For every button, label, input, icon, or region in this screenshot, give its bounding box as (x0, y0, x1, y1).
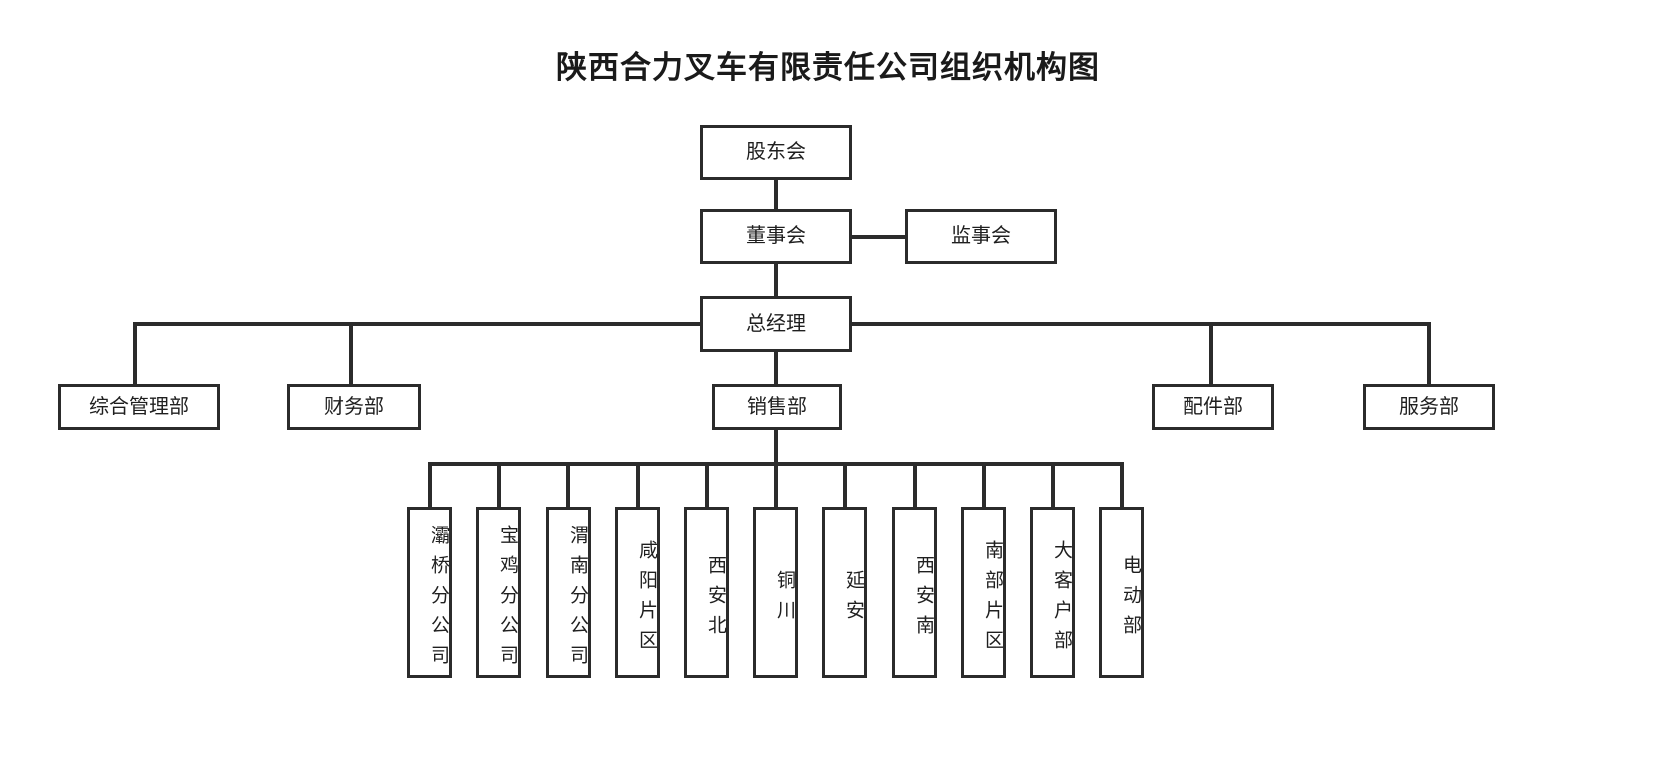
edge-sales-weinan (566, 462, 570, 507)
node-shareholders-label: 股东会 (746, 141, 806, 163)
node-xianbei-label: 西安北 (705, 554, 726, 645)
node-supervisors[interactable]: 监事会 (905, 209, 1057, 264)
edge-gm-parts (1209, 322, 1213, 385)
edge-gm-sales (774, 352, 778, 385)
edge-sales-xiannan (913, 462, 917, 507)
edge-sales-xianyang (636, 462, 640, 507)
node-baoji-label: 宝鸡分公司 (497, 524, 518, 675)
edge-sales-yanan (843, 462, 847, 507)
edge-sales-diandong (1120, 462, 1124, 507)
node-gm-label: 总经理 (746, 312, 806, 335)
node-nanbu[interactable]: 南部片区 (961, 507, 1006, 678)
edge-gm-service (1427, 322, 1431, 385)
edge-board-supervisors (851, 235, 907, 239)
node-diandong-label: 电动部 (1120, 554, 1141, 645)
node-weinan-label: 渭南分公司 (567, 524, 588, 675)
node-tongchuan[interactable]: 铜川 (753, 507, 798, 678)
edge-sales-nanbu (982, 462, 986, 507)
edge-sales-xianbei (705, 462, 709, 507)
node-diandong[interactable]: 电动部 (1099, 507, 1144, 678)
edge-sales-baoji (497, 462, 501, 507)
node-parts-label: 配件部 (1183, 395, 1243, 418)
node-baqiao[interactable]: 灞桥分公司 (407, 507, 452, 678)
node-sales[interactable]: 销售部 (712, 384, 842, 430)
node-baoji[interactable]: 宝鸡分公司 (476, 507, 521, 678)
node-yanan[interactable]: 延安 (822, 507, 867, 678)
node-admin[interactable]: 综合管理部 (58, 384, 220, 430)
node-shareholders[interactable]: 股东会 (700, 125, 852, 180)
edge-gm-admin (133, 322, 137, 385)
node-sales-label: 销售部 (747, 395, 807, 418)
node-dakehu-label: 大客户部 (1051, 539, 1072, 660)
edge-gm-finance (349, 322, 353, 385)
node-board-label: 董事会 (746, 225, 806, 247)
node-baqiao-label: 灞桥分公司 (428, 524, 449, 675)
node-tongchuan-label: 铜川 (774, 569, 795, 630)
node-gm[interactable]: 总经理 (700, 296, 852, 352)
page-title: 陕西合力叉车有限责任公司组织机构图 (556, 50, 1100, 85)
edge-sales-baqiao (428, 462, 432, 507)
edge-gm-bus-left (133, 322, 702, 326)
edge-gm-bus-right (848, 322, 1431, 326)
node-yanan-label: 延安 (843, 569, 864, 630)
node-dakehu[interactable]: 大客户部 (1030, 507, 1075, 678)
node-weinan[interactable]: 渭南分公司 (546, 507, 591, 678)
node-xianyang[interactable]: 咸阳片区 (615, 507, 660, 678)
node-service-label: 服务部 (1399, 395, 1459, 418)
edge-sales-dakehu (1051, 462, 1055, 507)
edge-sales-down (774, 428, 778, 464)
node-xiannan-label: 西安南 (913, 554, 934, 645)
node-xianyang-label: 咸阳片区 (636, 539, 657, 660)
node-service[interactable]: 服务部 (1363, 384, 1495, 430)
node-xiannan[interactable]: 西安南 (892, 507, 937, 678)
node-supervisors-label: 监事会 (951, 225, 1011, 247)
node-board[interactable]: 董事会 (700, 209, 852, 264)
edge-shareholders-board (774, 180, 778, 210)
node-finance[interactable]: 财务部 (287, 384, 421, 430)
node-parts[interactable]: 配件部 (1152, 384, 1274, 430)
node-xianbei[interactable]: 西安北 (684, 507, 729, 678)
edge-board-gm (774, 264, 778, 296)
edge-sales-tongchuan (774, 462, 778, 507)
node-nanbu-label: 南部片区 (982, 539, 1003, 660)
node-finance-label: 财务部 (324, 395, 384, 418)
node-admin-label: 综合管理部 (89, 395, 189, 418)
